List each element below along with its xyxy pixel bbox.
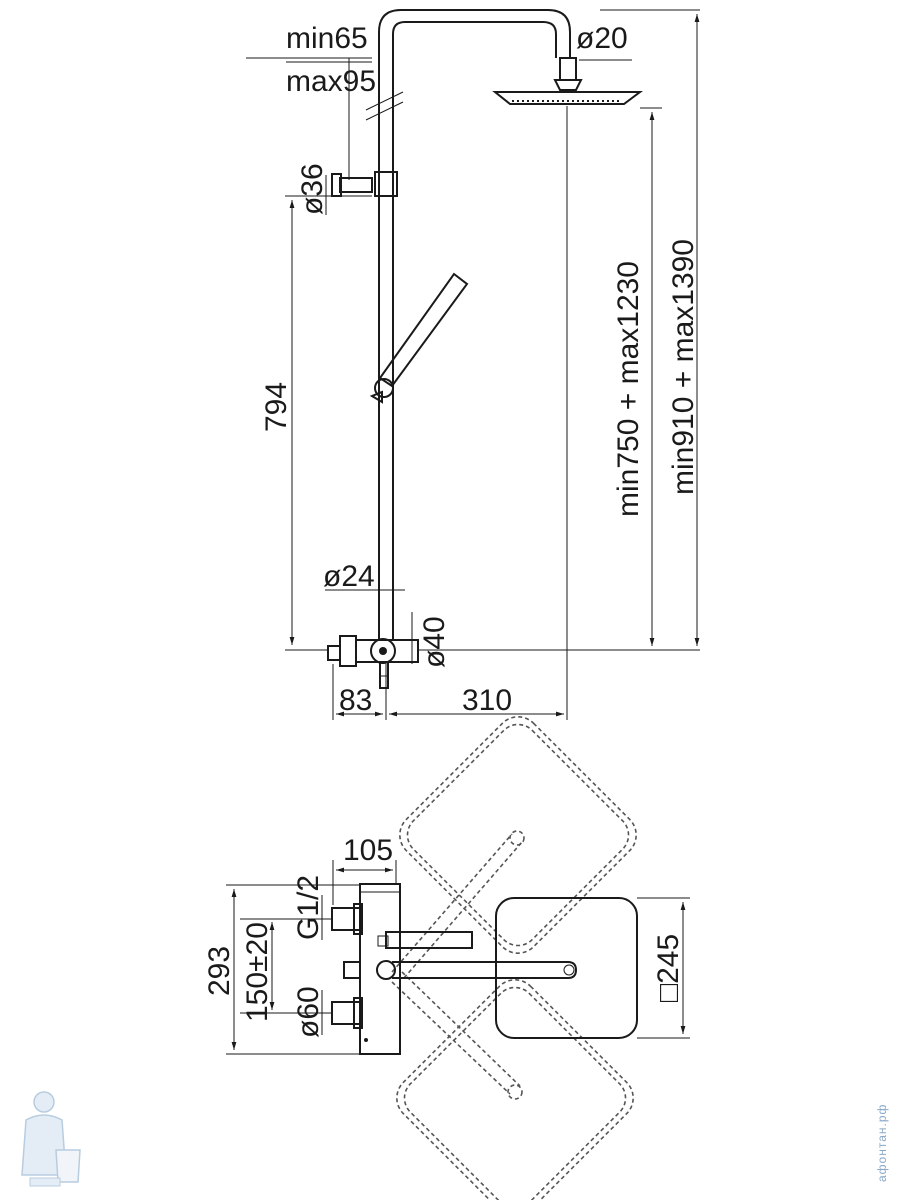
arm-top (392, 961, 578, 979)
square-shower-head-top (495, 897, 638, 1039)
label-83: 83 (339, 684, 372, 717)
label-d24: ø24 (323, 560, 375, 593)
label-245: □245 (652, 934, 685, 1002)
handle-top (385, 931, 473, 949)
inlet-upper (331, 907, 361, 931)
rotated-head-lower-ghost (396, 979, 634, 1200)
slider-holder (374, 378, 394, 398)
watermark-text: афонтан.рф (875, 1104, 889, 1182)
rain-shower-head (492, 91, 643, 105)
label-max95: max95 (286, 65, 376, 98)
spout (379, 661, 389, 689)
overhead-arm (378, 9, 571, 170)
label-min65: min65 (286, 22, 368, 55)
label-105: 105 (343, 834, 393, 867)
label-d60: ø60 (292, 986, 325, 1038)
rotated-arm-lower (391, 971, 521, 1095)
upper-bracket (374, 171, 398, 197)
rotated-head-upper-ghost (399, 716, 637, 954)
front-view: min65 max95 ø20 ø36 794 ø24 ø40 83 310 (246, 9, 700, 720)
mixer-valve-left (327, 645, 341, 661)
inlet-lower (331, 1001, 361, 1025)
label-d20: ø20 (576, 22, 628, 55)
head-connector (559, 57, 577, 81)
label-d40: ø40 (418, 616, 451, 668)
label-310: 310 (462, 684, 512, 717)
label-150: 150±20 (241, 922, 274, 1022)
label-293: 293 (203, 946, 236, 996)
logo-plumber (21, 1091, 81, 1187)
label-d36: ø36 (296, 163, 329, 215)
label-thread: G1/2 (292, 875, 325, 940)
label-height-head: min750 + max1230 (612, 261, 645, 517)
top-view: 105 293 150±20 G1/2 ø60 □245 (203, 716, 690, 1200)
label-794: 794 (260, 382, 293, 432)
diverter-top (376, 960, 396, 980)
label-height-total: min910 + max1390 (667, 239, 700, 495)
